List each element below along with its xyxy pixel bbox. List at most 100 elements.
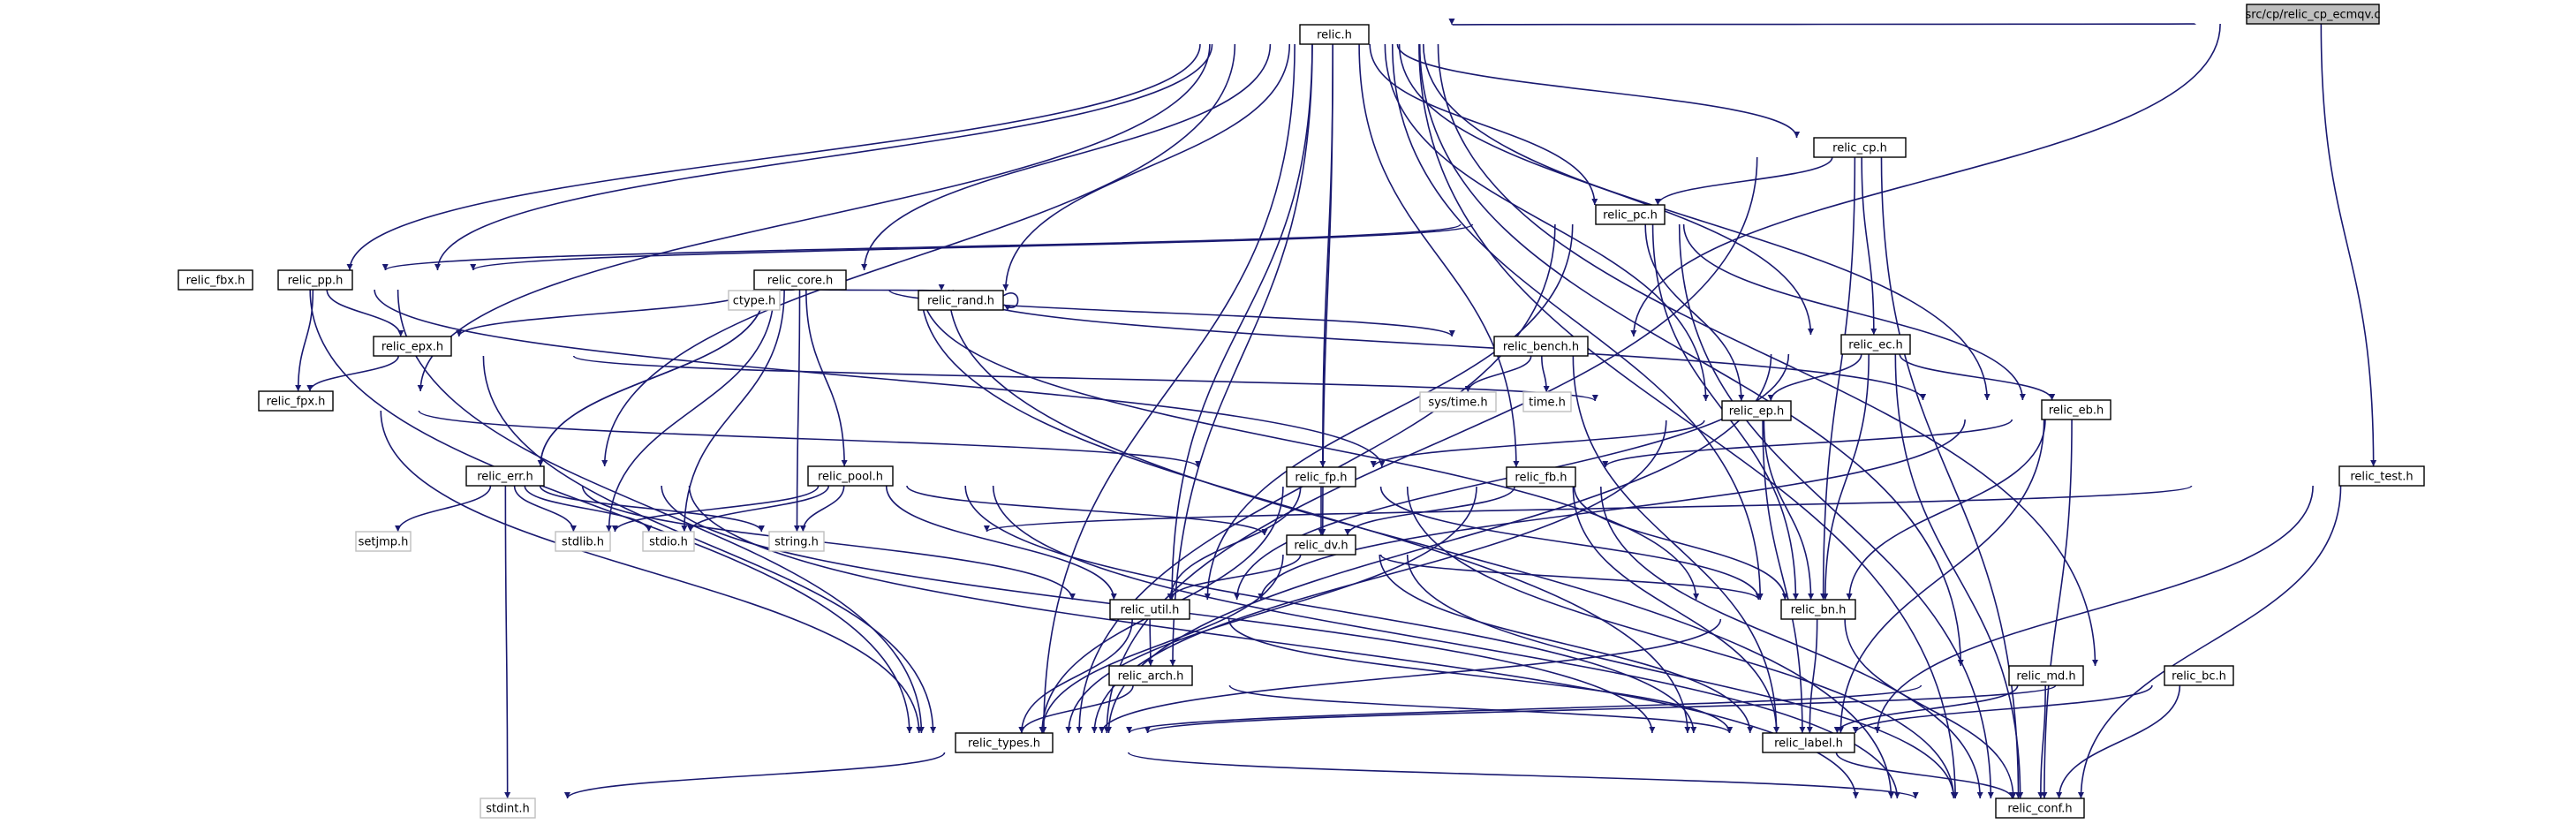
node-relic_pp[interactable]: relic_pp.h [277, 269, 353, 291]
edge-relic_err-to-stdlib [513, 485, 577, 533]
node-label: relic.h [1317, 29, 1352, 42]
node-label: stdint.h [486, 803, 529, 816]
node-relic_cp[interactable]: relic_cp.h [1813, 137, 1907, 158]
node-box [1419, 391, 1497, 412]
edge-relic_types-to-relic_conf [1127, 752, 1919, 799]
edge-relic_bn-to-relic_label [1806, 618, 1818, 734]
node-label: relic_rand.h [927, 295, 994, 308]
edge-relic_bc-to-relic_types [1144, 684, 2057, 734]
edge-relic-to-relic_rand [1002, 43, 1291, 291]
edge-relic_fpx-to-relic_types [380, 410, 923, 734]
node-relic_fpx[interactable]: relic_fpx.h [258, 390, 334, 412]
node-box [768, 531, 825, 552]
edge-relic_fbx-to-relic_fb [374, 289, 1386, 468]
node-relic_rand[interactable]: relic_rand.h [918, 290, 1004, 311]
node-relic_fbx[interactable]: relic_fbx.h [178, 269, 253, 291]
node-string: string.h [768, 531, 825, 552]
edge-relic_md-to-relic_types [1126, 684, 1923, 734]
node-root[interactable]: src/cp/relic_cp_ecmqv.c [2246, 4, 2381, 25]
edge-relic_eb-to-relic_conf [2041, 419, 2073, 799]
node-box [258, 390, 334, 412]
node-stdio: stdio.h [642, 531, 695, 552]
node-relic_pc[interactable]: relic_pc.h [1595, 204, 1666, 225]
edge-relic-to-relic_err [601, 43, 1236, 467]
node-box [753, 269, 847, 291]
node-box [465, 465, 545, 487]
node-box [642, 531, 695, 552]
edge-relic_pc-to-relic_ep [1644, 223, 1745, 402]
node-relic_test[interactable]: relic_test.h [2338, 465, 2425, 487]
node-relic_bn[interactable]: relic_bn.h [1780, 599, 1856, 620]
edge-relic_fb-to-relic_bn [1573, 486, 1788, 601]
edge-relic_dv-to-relic_util [1167, 554, 1302, 601]
node-ctype: ctype.h [728, 290, 781, 311]
node-box [555, 531, 611, 552]
node-label: src/cp/relic_cp_ecmqv.c [2246, 9, 2381, 22]
node-relic_bc[interactable]: relic_bc.h [2164, 665, 2234, 686]
node-box [373, 336, 452, 357]
edge-relic_test-to-relic_label [1874, 485, 2314, 734]
edge-relic-to-relic_md [1418, 43, 1964, 667]
node-label: relic_types.h [968, 737, 1040, 751]
node-relic_dv[interactable]: relic_dv.h [1286, 534, 1356, 556]
node-label: time.h [1529, 397, 1566, 410]
edge-relic_core-to-stdlib [606, 289, 775, 533]
node-relic_bench[interactable]: relic_bench.h [1493, 336, 1589, 357]
node-label: relic_pc.h [1603, 209, 1658, 223]
node-label: stdio.h [649, 536, 688, 549]
node-label: relic_cp.h [1832, 142, 1887, 155]
node-relic_util[interactable]: relic_util.h [1109, 599, 1190, 620]
node-label: relic_pool.h [818, 471, 883, 484]
node-layer: src/cp/relic_cp_ecmqv.c relic.h relic_cp.h… [178, 4, 2425, 819]
edge-relic_ep-to-relic_bn [1763, 420, 1815, 601]
node-label: relic_pp.h [288, 275, 344, 288]
node-stdint: stdint.h [480, 798, 536, 819]
edge-root-to-relic_test [2320, 23, 2377, 467]
node-label: relic_dv.h [1294, 540, 1348, 553]
edge-relic_epx-to-relic_fpx [306, 355, 399, 392]
node-relic_fb[interactable]: relic_fb.h [1506, 466, 1576, 488]
node-relic_err[interactable]: relic_err.h [465, 465, 545, 487]
node-stdlib: stdlib.h [555, 531, 611, 552]
node-relic_core[interactable]: relic_core.h [753, 269, 847, 291]
edge-relic_cp-to-relic_conf [1880, 156, 2022, 799]
edge-relic_pc-to-relic_fbx [382, 223, 1462, 271]
node-box [1286, 466, 1356, 488]
node-label: relic_bench.h [1503, 341, 1579, 354]
node-label: stdlib.h [562, 536, 604, 549]
edge-relic_err-to-stdint [504, 485, 511, 799]
node-relic_epx[interactable]: relic_epx.h [373, 336, 452, 357]
node-sys_time: sys/time.h [1419, 391, 1497, 412]
edge-relic-to-relic_fpx [417, 43, 1211, 392]
node-box [1780, 599, 1856, 620]
node-box [1493, 336, 1589, 357]
edge-relic_err-to-string [539, 485, 765, 533]
node-label: relic_fbx.h [186, 275, 246, 288]
node-relic_arch[interactable]: relic_arch.h [1108, 665, 1193, 686]
edge-relic_epx-to-relic_types [482, 355, 937, 734]
node-relic_eb[interactable]: relic_eb.h [2041, 399, 2111, 420]
edge-relic_fpx-to-relic_fp [418, 410, 1201, 468]
node-relic_ep[interactable]: relic_ep.h [1721, 400, 1792, 421]
edge-relic-to-relic_core [861, 43, 1272, 271]
node-time: time.h [1522, 391, 1572, 412]
edge-relic_dv-to-relic_conf [1406, 554, 1957, 799]
node-relic_fp[interactable]: relic_fp.h [1286, 466, 1356, 488]
edge-relic_pool-to-relic_dv [906, 485, 1268, 536]
edge-relic_core-to-relic_epx [456, 289, 755, 337]
node-relic_pool[interactable]: relic_pool.h [807, 465, 894, 487]
node-relic_md[interactable]: relic_md.h [2008, 665, 2084, 686]
node-relic_ec[interactable]: relic_ec.h [1840, 334, 1911, 355]
node-relic[interactable]: relic.h [1299, 24, 1370, 45]
node-relic_conf[interactable]: relic_conf.h [1995, 798, 2085, 819]
node-relic_label[interactable]: relic_label.h [1762, 732, 1855, 753]
edge-relic_cp-to-relic_types [1103, 156, 1758, 734]
node-relic_types[interactable]: relic_types.h [955, 732, 1054, 753]
edge-relic_ec-to-relic_ep [1767, 353, 1862, 402]
edge-relic-to-relic_fbx [346, 43, 1201, 271]
edge-relic_pc-to-relic_conf [1678, 223, 1994, 799]
edge-relic_ep-to-relic_fp [1370, 420, 1705, 468]
edge-relic_pp-to-relic_epx [326, 289, 404, 337]
node-box [1840, 334, 1911, 355]
edge-relic_util-to-relic_arch [1147, 618, 1154, 667]
